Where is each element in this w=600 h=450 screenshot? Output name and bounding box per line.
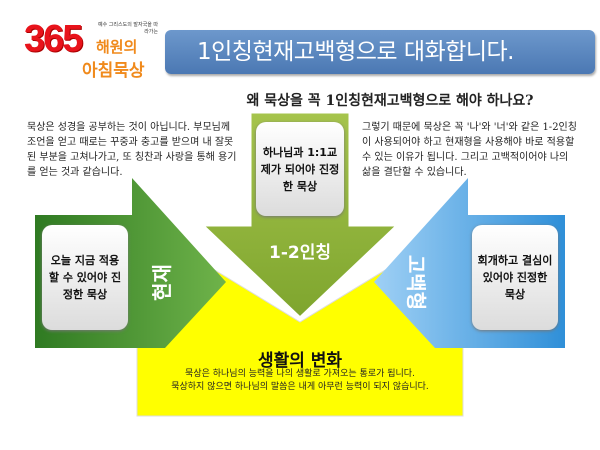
life-change-title: 생활의 변화 xyxy=(257,351,343,371)
logo-number: 365 xyxy=(24,18,83,60)
life-change-line2: 묵상하지 않으면 하나님의 말씀은 내게 아무런 능력이 되지 않습니다. xyxy=(171,382,429,392)
life-change-line1: 묵상은 하나님의 능력을 나의 생활로 가져오는 통로가 됩니다. xyxy=(185,369,415,379)
paragraph-right: 그렇기 때문에 묵상은 꼭 '나'와 '너'와 같은 1-2인칭이 사용되어야 … xyxy=(362,122,577,178)
paragraph-left: 묵상은 성경을 공부하는 것이 아닙니다. 부모님께 조언을 얻고 때로는 꾸중… xyxy=(27,122,237,178)
logo-line2: 아침묵상 xyxy=(82,61,145,81)
subtitle: 왜 묵상을 꼭 1인칭현재고백형으로 해야 하나요? xyxy=(246,93,534,109)
box-right: 회개하고 결심이 있어야 진정한 묵상 xyxy=(472,225,558,330)
page-title: 1인칭현재고백형으로 대화합니다. xyxy=(165,30,595,74)
logo-tagline: 예수 그리스도의 발자국을 따라가는 xyxy=(98,22,158,35)
box-center: 하나님과 1:1교제가 되어야 진정한 묵상 xyxy=(256,122,344,216)
life-change-text: 묵상은 하나님의 능력을 나의 생활로 가져오는 통로가 됩니다. 묵상하지 않… xyxy=(137,368,463,394)
box-left: 오늘 지금 적용할 수 있어야 진정한 묵상 xyxy=(42,225,128,330)
label-person: 1-2인칭 xyxy=(269,243,331,263)
label-confession: 고백형 xyxy=(404,254,429,311)
logo-line1: 해원의 xyxy=(96,38,138,56)
label-present: 현재 xyxy=(149,264,174,301)
